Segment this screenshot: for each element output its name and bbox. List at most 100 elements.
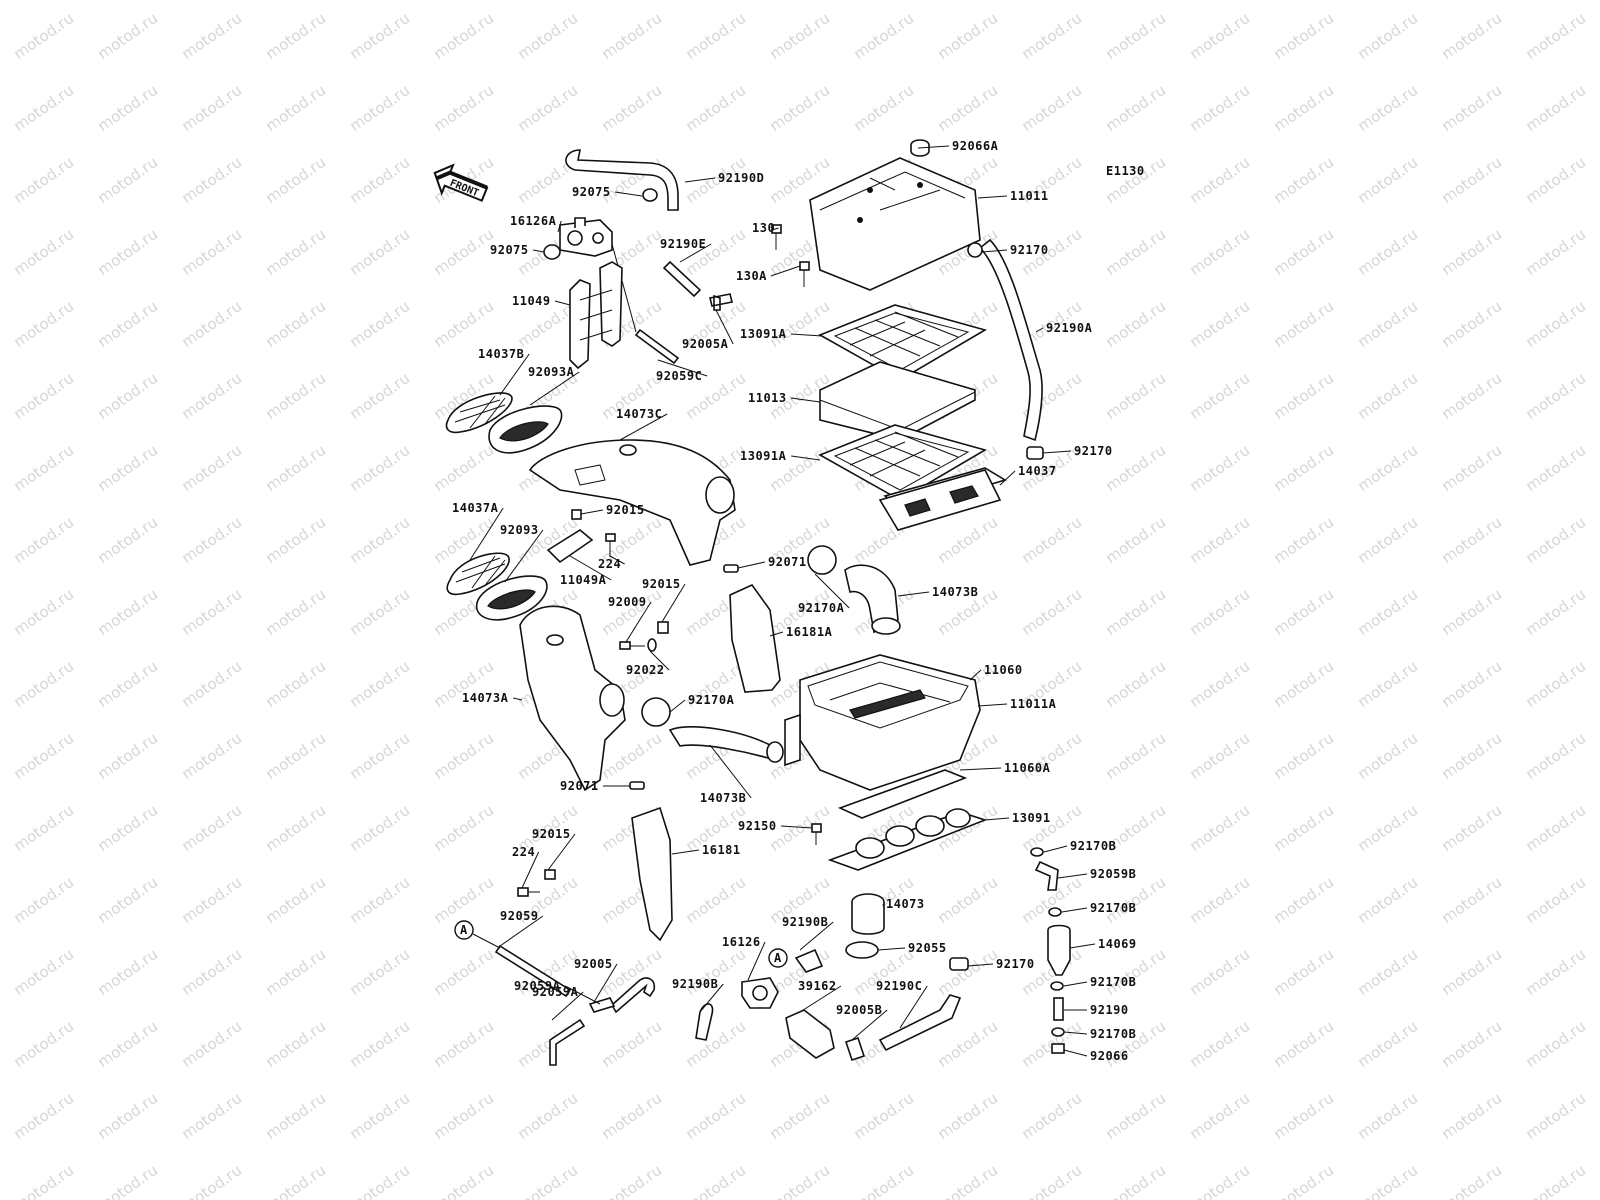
part-label-16181a: 16181A (786, 625, 833, 639)
joint-92005 (588, 997, 616, 1013)
part-label-92009: 92009 (608, 595, 647, 609)
watermark-text: motod.ru (1522, 1017, 1589, 1071)
part-label-92190: 92190 (1090, 1003, 1129, 1017)
screen-14037 (878, 467, 1007, 531)
part-label-14073: 14073 (886, 897, 925, 911)
watermark-text: motod.ru (94, 513, 161, 567)
cap-92066 (1051, 1043, 1065, 1054)
o-ring-92055 (845, 941, 879, 959)
leader-line (513, 697, 523, 701)
watermark-text: motod.ru (1438, 657, 1505, 711)
leader-line (799, 921, 834, 951)
part-label-92190e: 92190E (660, 237, 706, 251)
watermark-text: motod.ru (1438, 225, 1505, 279)
watermark-text: motod.ru (934, 1089, 1001, 1143)
watermark-text: motod.ru (1522, 441, 1589, 495)
watermark-text: motod.ru (934, 9, 1001, 63)
part-label-11049a: 11049A (560, 573, 607, 587)
leader-line (554, 300, 571, 306)
leader-line (1063, 981, 1088, 987)
watermark-text: motod.ru (10, 657, 77, 711)
leader-line (547, 833, 576, 871)
screen-14037b (445, 392, 513, 434)
part-label-92066: 92066 (1090, 1049, 1129, 1063)
watermark-text: motod.ru (1186, 585, 1253, 639)
leader-line (977, 195, 1008, 199)
watermark-text: motod.ru (178, 729, 245, 783)
bolt-224-upper (605, 533, 616, 557)
leader-line (684, 177, 716, 183)
part-label-92170a: 92170A (798, 601, 845, 615)
watermark-text: motod.ru (430, 801, 497, 855)
watermark-text: motod.ru (10, 513, 77, 567)
watermark-text: motod.ru (94, 369, 161, 423)
part-label-92170: 92170 (996, 957, 1035, 971)
watermark-text: motod.ru (1102, 945, 1169, 999)
watermark-text: motod.ru (766, 1089, 833, 1143)
watermark-text: motod.ru (430, 441, 497, 495)
watermark-text: motod.ru (1522, 369, 1589, 423)
leader-line (897, 591, 930, 597)
bracket-11049a (546, 529, 594, 564)
watermark-text: motod.ru (1270, 1161, 1337, 1200)
watermark-text: motod.ru (850, 9, 917, 63)
watermark-text: motod.ru (934, 81, 1001, 135)
watermark-text: motod.ru (766, 1161, 833, 1200)
watermark-text: motod.ru (1186, 9, 1253, 63)
watermark-text: motod.ru (94, 297, 161, 351)
watermark-text: motod.ru (346, 801, 413, 855)
watermark-text: motod.ru (1354, 225, 1421, 279)
part-label-16126a: 16126A (510, 214, 557, 228)
watermark-text: motod.ru (1354, 1161, 1421, 1200)
leader-line (1035, 327, 1044, 333)
part-label-16181: 16181 (702, 843, 741, 857)
leader-line (770, 265, 801, 277)
watermark-text: motod.ru (1522, 1161, 1589, 1200)
bolt-130a (799, 261, 810, 287)
part-label-92005a: 92005A (682, 337, 729, 351)
screen-14037a (446, 552, 510, 596)
watermark-text: motod.ru (1018, 585, 1085, 639)
watermark-text: motod.ru (94, 657, 161, 711)
part-label-92059c: 92059C (656, 369, 702, 383)
hose-92190b-lower (695, 1003, 714, 1041)
air-box-lower (784, 654, 981, 791)
watermark-text: motod.ru (94, 873, 161, 927)
part-label-14037b: 14037B (478, 347, 524, 361)
leader-line (529, 371, 580, 406)
leader-line (657, 359, 708, 377)
front-arrow-icon: FRONT (433, 163, 489, 202)
watermark-text: motod.ru (934, 1161, 1001, 1200)
clamp-92170-top (967, 242, 983, 258)
hose-92059a-right (610, 977, 656, 1014)
watermark-text: motod.ru (262, 369, 329, 423)
clamp-92170a-lower (641, 697, 671, 727)
watermark-text: motod.ru (1522, 657, 1589, 711)
watermark-text: motod.ru (10, 297, 77, 351)
watermark-text: motod.ru (346, 369, 413, 423)
part-label-92170b: 92170B (1090, 1027, 1136, 1041)
watermark-text: motod.ru (1438, 945, 1505, 999)
part-label-11013: 11013 (748, 391, 787, 405)
part-label-11060: 11060 (984, 663, 1023, 677)
watermark-text: motod.ru (10, 9, 77, 63)
part-label-92170b: 92170B (1090, 975, 1136, 989)
watermark-text: motod.ru (1018, 81, 1085, 135)
leader-line (1042, 450, 1072, 454)
part-label-92170: 92170 (1074, 444, 1113, 458)
part-label-92005b: 92005B (836, 1003, 882, 1017)
watermark-text: motod.ru (766, 9, 833, 63)
watermark-text: motod.ru (346, 657, 413, 711)
watermark-text: motod.ru (1018, 9, 1085, 63)
leader-line (469, 507, 504, 561)
pipe-92059c (634, 328, 680, 365)
leader-line (619, 413, 668, 441)
leader-line (715, 309, 734, 345)
part-label-92170b: 92170B (1070, 839, 1116, 853)
tee-92005a (709, 293, 733, 311)
watermark-text: motod.ru (1354, 513, 1421, 567)
watermark-text: motod.ru (1354, 945, 1421, 999)
watermark-text: motod.ru (1354, 1089, 1421, 1143)
watermark-text: motod.ru (766, 81, 833, 135)
